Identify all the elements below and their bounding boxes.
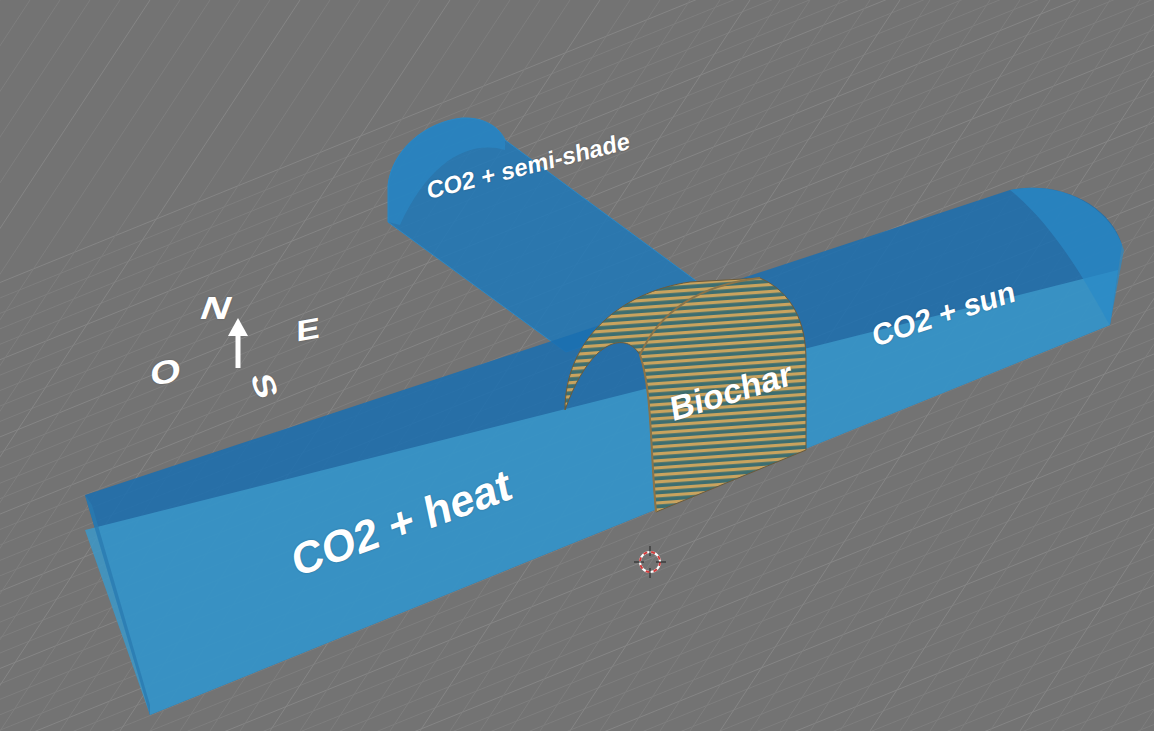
compass-arrow <box>228 318 248 368</box>
cursor-mark <box>634 546 666 578</box>
grid-line <box>0 0 90 731</box>
compass-letter: E <box>296 312 320 348</box>
grid-line <box>988 0 1154 731</box>
grid-line <box>342 0 1154 731</box>
biochar-tunnel <box>565 278 806 512</box>
compass-letter: O <box>150 351 182 393</box>
grid-line <box>1080 0 1154 731</box>
grid-line <box>266 0 1154 731</box>
compass-letter: N <box>195 290 237 325</box>
grid-line <box>0 0 30 731</box>
grid-line <box>1026 0 1154 731</box>
tunnel-east-end <box>1010 188 1124 325</box>
tunnel-main-roof <box>85 188 1122 715</box>
grid-line <box>1020 0 1154 731</box>
compass-letter: S <box>243 371 285 401</box>
grid-line <box>38 0 1154 731</box>
grid-line <box>76 0 1154 731</box>
grid-line <box>990 0 1154 731</box>
grid-line <box>1050 0 1154 731</box>
grid-line <box>304 0 1154 731</box>
grid-line <box>1140 0 1154 731</box>
grid-line <box>1110 0 1154 731</box>
tunnel-west-end <box>85 495 150 715</box>
tunnel-main-front <box>85 270 1118 715</box>
